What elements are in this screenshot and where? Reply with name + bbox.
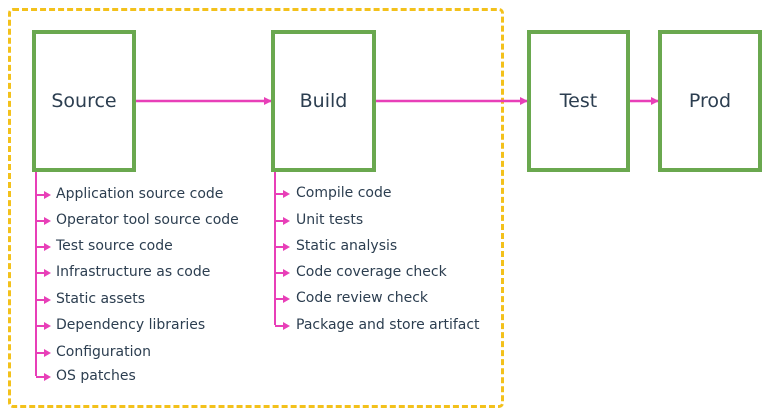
item-branch-arrowhead	[44, 296, 51, 304]
build-item: Unit tests	[296, 212, 364, 228]
build-item: Package and store artifact	[296, 317, 480, 333]
stage-test-label: Test	[559, 90, 598, 112]
stage-source-label: Source	[51, 90, 117, 112]
item-branch-arrowhead	[44, 322, 51, 330]
item-branch-arrowhead	[44, 349, 51, 357]
source-item: Infrastructure as code	[56, 264, 211, 280]
source-item: OS patches	[56, 368, 136, 384]
stage-prod-label: Prod	[688, 90, 732, 112]
stage-build-label: Build	[299, 90, 348, 112]
source-item: Dependency libraries	[56, 317, 206, 333]
source-build-group-outline	[8, 8, 504, 408]
source-item: Test source code	[56, 238, 173, 254]
stage-build-box: Build	[271, 30, 376, 172]
item-branch-arrowhead	[44, 373, 51, 381]
source-item-branches	[36, 191, 51, 381]
build-item: Compile code	[296, 185, 392, 201]
build-item: Code review check	[296, 290, 429, 306]
stage-source-box: Source	[32, 30, 136, 172]
item-branch-arrowhead	[44, 191, 51, 199]
item-branch-arrowhead	[283, 243, 290, 251]
item-branch-arrowhead	[283, 269, 290, 277]
stage-prod-box: Prod	[658, 30, 762, 172]
build-item: Code coverage check	[296, 264, 447, 280]
item-branch-arrowhead	[283, 217, 290, 225]
source-item: Application source code	[56, 186, 224, 202]
item-branch-arrowhead	[283, 190, 290, 198]
source-item: Static assets	[56, 291, 146, 307]
item-branch-arrowhead	[44, 243, 51, 251]
stage-test-box: Test	[527, 30, 630, 172]
item-branch-arrowhead	[44, 217, 51, 225]
item-branch-arrowhead	[283, 295, 290, 303]
item-branch-arrowhead	[283, 322, 290, 330]
source-item: Operator tool source code	[56, 212, 239, 228]
build-item: Static analysis	[296, 238, 398, 254]
source-item: Configuration	[56, 344, 151, 360]
build-item-branches	[275, 190, 290, 330]
item-branch-arrowhead	[44, 269, 51, 277]
